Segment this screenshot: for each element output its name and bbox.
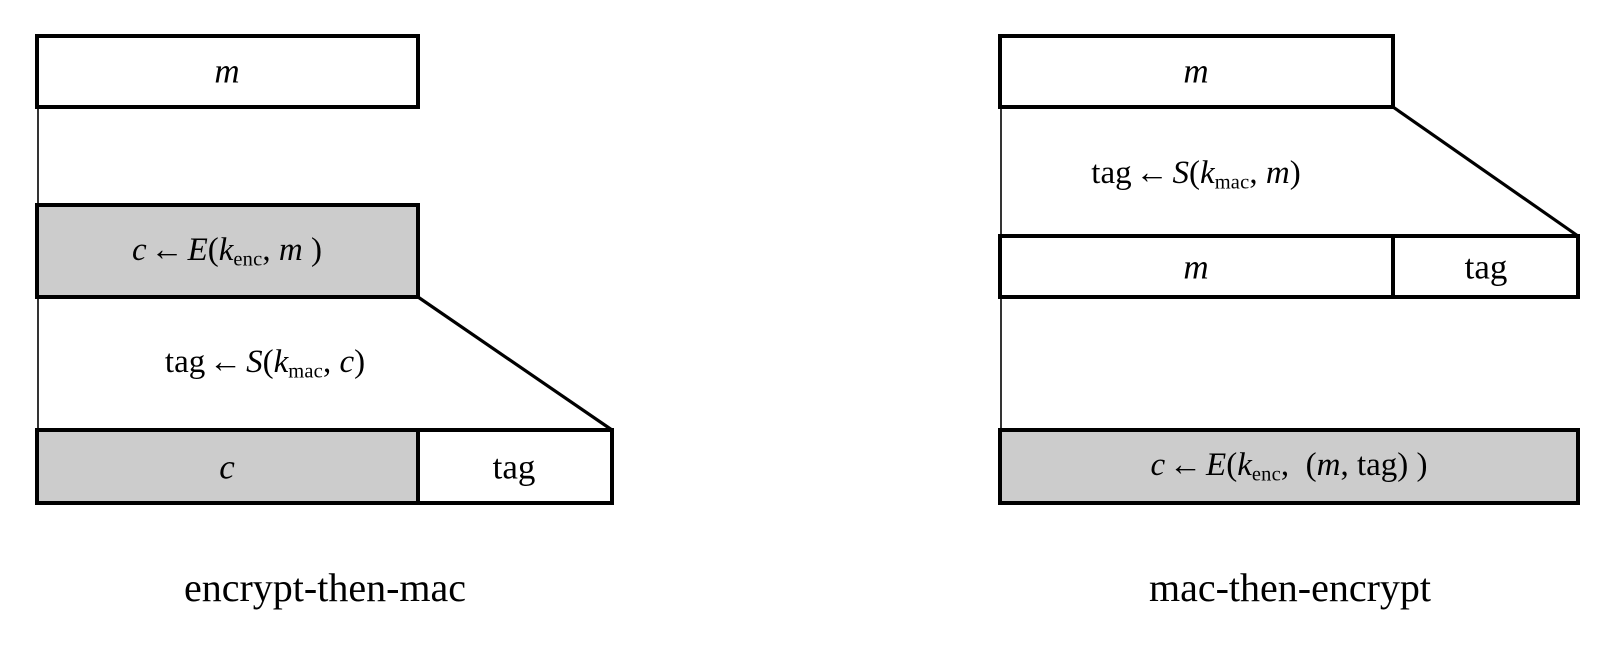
encrypt-step-box-outline <box>998 428 1580 505</box>
encrypt-step-box-fill <box>37 205 418 297</box>
message-copy-box-fill <box>1000 236 1393 297</box>
message-box-fill <box>37 36 418 107</box>
tag-output-box-fill <box>418 430 612 503</box>
message-box-fill <box>1000 36 1393 107</box>
message-box-outline <box>998 34 1395 109</box>
expansion-diagonal <box>1392 105 1579 238</box>
output-row-outline <box>35 428 614 505</box>
mac-then-encrypt-group <box>998 34 1580 505</box>
expansion-diagonal <box>417 295 613 432</box>
ciphertext-output-box-fill <box>37 430 418 503</box>
tag-box-fill <box>1393 236 1578 297</box>
encrypt-then-mac-group <box>35 34 614 505</box>
message-tag-row-outline <box>998 234 1580 299</box>
encrypt-step-box-fill <box>1000 430 1578 503</box>
message-box-outline <box>35 34 420 109</box>
encrypt-step-box-outline <box>35 203 420 299</box>
